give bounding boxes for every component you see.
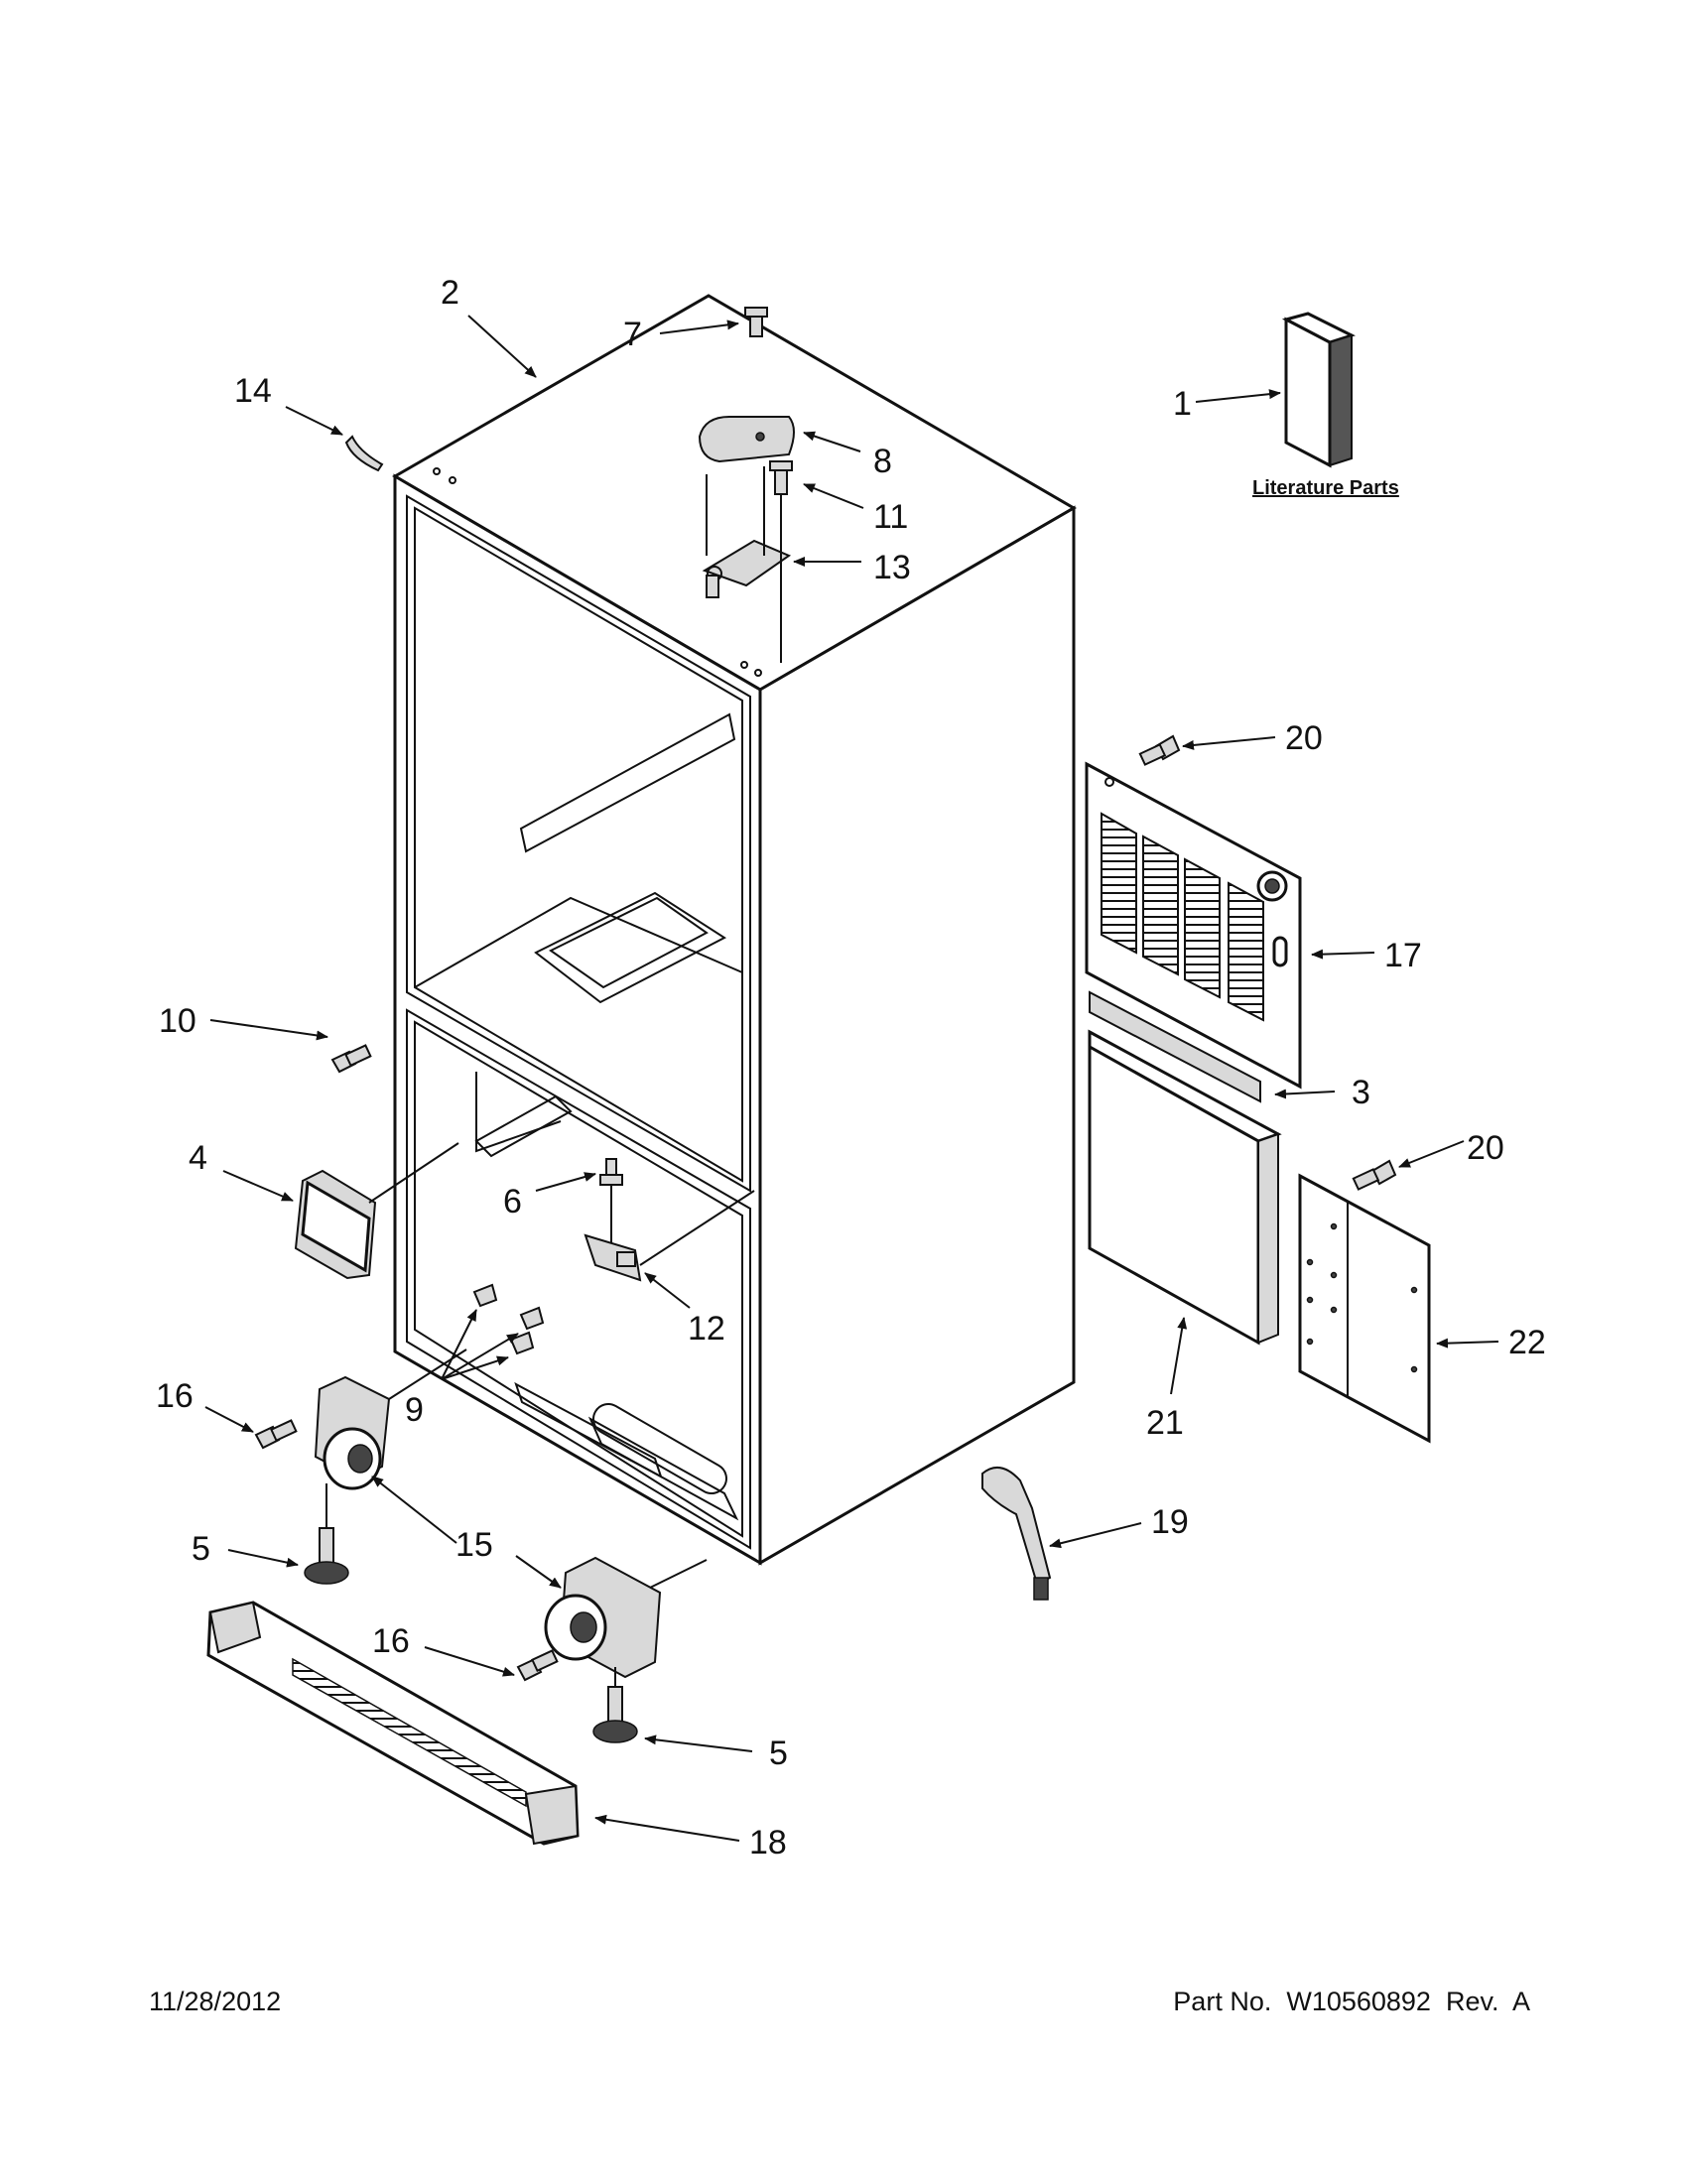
callout-12: 12 — [688, 1310, 725, 1348]
leader-21 — [1170, 1317, 1188, 1395]
leader-5a — [227, 1549, 299, 1568]
leader-17 — [1311, 949, 1375, 960]
callout-15: 15 — [455, 1526, 493, 1564]
footer-part-number: Part No. W10560892 Rev. A — [1173, 1987, 1530, 2016]
callout-14: 14 — [234, 372, 272, 410]
callout-1: 1 — [1173, 385, 1192, 423]
toe-grille-18 — [206, 1601, 580, 1846]
leader-7 — [659, 320, 739, 334]
screw-20-lower — [1352, 1159, 1397, 1191]
cabinet — [392, 294, 1077, 1566]
leader-4 — [222, 1170, 294, 1202]
leader-12 — [644, 1272, 691, 1309]
leader-10 — [209, 1019, 328, 1041]
screw-10 — [330, 1044, 372, 1074]
leader-3 — [1274, 1089, 1336, 1099]
callout-16a: 16 — [156, 1377, 194, 1415]
leader-22 — [1436, 1338, 1499, 1349]
screws-9 — [472, 1283, 545, 1355]
leader-16b — [424, 1646, 515, 1677]
callout-19: 19 — [1151, 1503, 1189, 1541]
control-module-4 — [294, 1142, 459, 1280]
leader-11 — [803, 483, 864, 509]
callout-5b: 5 — [769, 1734, 788, 1772]
top-hinge-assembly — [698, 307, 795, 663]
literature-parts-label: Literature Parts — [1252, 477, 1399, 499]
callout-7: 7 — [623, 316, 642, 353]
leveler-5-front — [592, 1667, 638, 1743]
leader-20b — [1398, 1140, 1465, 1168]
leader-2 — [467, 315, 537, 378]
screw-6 — [599, 1158, 623, 1250]
callout-20b: 20 — [1467, 1129, 1504, 1167]
leveler-5-rear — [304, 1483, 349, 1585]
leader-6 — [535, 1172, 596, 1192]
leader-16a — [204, 1406, 254, 1433]
callout-20a: 20 — [1285, 719, 1323, 757]
leader-5b — [644, 1734, 753, 1752]
callout-4: 4 — [189, 1139, 207, 1177]
rear-roller-bracket — [314, 1349, 467, 1490]
footer-date: 11/28/2012 — [149, 1987, 282, 2016]
bracket-12 — [584, 1190, 755, 1282]
callout-21: 21 — [1146, 1404, 1184, 1442]
access-cover-22 — [1298, 1173, 1431, 1444]
callout-10: 10 — [159, 1002, 196, 1040]
screw-16-rear — [254, 1419, 298, 1450]
screw-16-front — [516, 1649, 559, 1682]
callout-9: 9 — [405, 1391, 424, 1429]
leader-18 — [594, 1814, 740, 1842]
leader-19 — [1049, 1522, 1142, 1549]
leader-9a — [441, 1309, 477, 1380]
leader-8 — [803, 431, 861, 452]
callout-18: 18 — [749, 1824, 787, 1862]
insulation-strip-3 — [1089, 990, 1261, 1103]
callout-5a: 5 — [192, 1530, 210, 1568]
callout-8: 8 — [873, 443, 892, 480]
front-roller-bracket — [544, 1556, 708, 1679]
leader-9b — [441, 1333, 519, 1380]
leader-9c — [441, 1355, 509, 1380]
callout-3: 3 — [1352, 1074, 1370, 1111]
callout-17: 17 — [1384, 937, 1422, 974]
leader-15b — [515, 1555, 562, 1589]
leader-1 — [1195, 389, 1281, 403]
callout-16b: 16 — [372, 1622, 410, 1660]
rear-grille-panel — [1085, 761, 1302, 1090]
callout-11: 11 — [873, 498, 908, 536]
callout-22: 22 — [1508, 1324, 1546, 1361]
leader-15a — [371, 1476, 457, 1544]
leader-14 — [285, 406, 343, 436]
screw-20-upper — [1138, 734, 1181, 766]
literature-book — [1281, 312, 1356, 468]
callout-6: 6 — [503, 1183, 522, 1220]
callout-2: 2 — [441, 274, 459, 312]
foam-block-21 — [1088, 1029, 1282, 1346]
part-19 — [981, 1466, 1052, 1601]
callout-13: 13 — [873, 549, 911, 586]
leader-20a — [1182, 736, 1276, 750]
water-tube-14 — [344, 435, 384, 472]
